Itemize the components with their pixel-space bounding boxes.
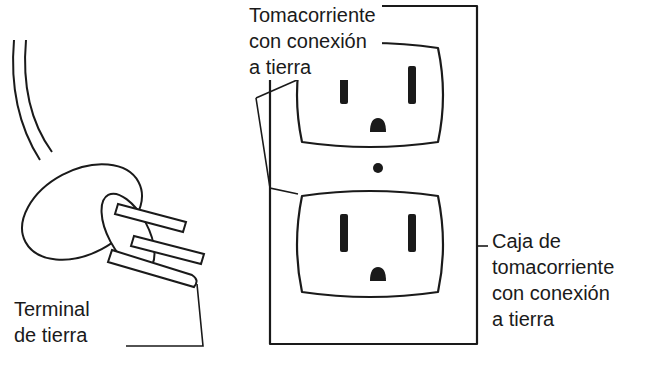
- ground-hole: [370, 267, 386, 281]
- leader-line: [256, 80, 297, 98]
- ground-hole: [370, 118, 386, 132]
- cord: [25, 40, 52, 152]
- callout-label: Tomacorriente con conexión a tierra: [247, 2, 382, 80]
- prong: [115, 204, 186, 232]
- leader-lines: [126, 80, 488, 346]
- slot: [340, 214, 348, 252]
- outlet-slots: [340, 66, 416, 281]
- ground-pin: [108, 250, 197, 287]
- center-screw: [373, 163, 383, 173]
- leader-line: [126, 284, 203, 346]
- slot: [408, 66, 416, 104]
- slot: [408, 214, 416, 252]
- cord: [13, 40, 40, 160]
- lower-outlet: [297, 191, 443, 297]
- callout-label: Terminal de tierra: [12, 296, 111, 348]
- leader-line: [477, 245, 488, 247]
- plug: [6, 40, 204, 287]
- callout-label: Caja de tomacorriente con conexión a tie…: [490, 228, 625, 332]
- leader-line: [256, 98, 298, 194]
